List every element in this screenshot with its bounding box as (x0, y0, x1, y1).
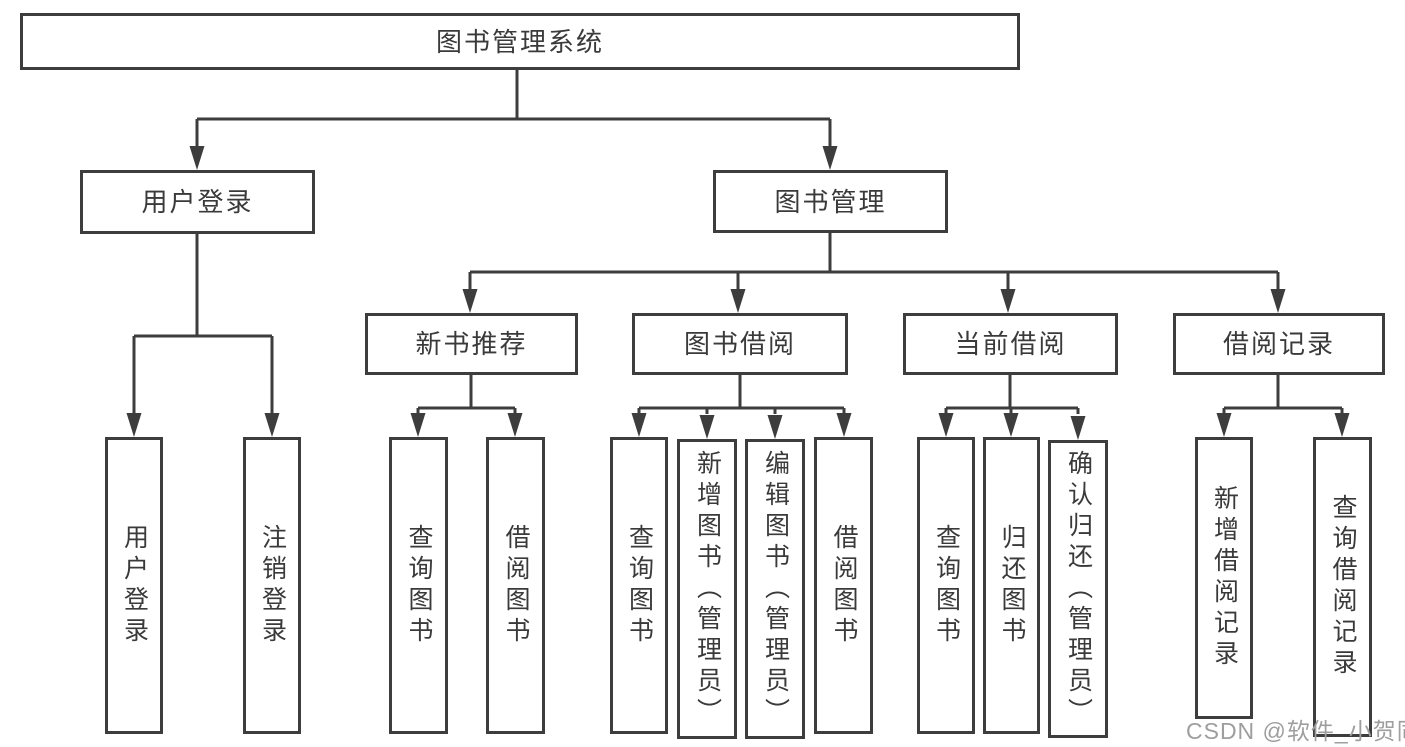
node-bb-edit-books-admin: 编辑图书（管理员） (745, 439, 805, 739)
arrow-g2-c1 (631, 413, 647, 437)
node-book-borrow-label: 图书借阅 (683, 329, 796, 359)
node-logout-action: 注销登录 (243, 437, 301, 734)
node-nb-borrow-books: 借阅图书 (486, 437, 545, 734)
node-bb-add-books-admin: 新增图书（管理员） (677, 439, 737, 739)
node-user-login: 用户登录 (80, 170, 315, 234)
node-br-query-record-label: 查询借阅记录 (1329, 494, 1357, 680)
node-logout-action-label: 注销登录 (258, 523, 287, 648)
arrow-book-mgmt (822, 146, 838, 170)
arrow-borrow-records (1270, 289, 1286, 313)
node-bb-borrow-books: 借阅图书 (814, 437, 873, 734)
arrow-user-login (189, 146, 205, 170)
node-root-label: 图书管理系统 (435, 26, 604, 57)
node-user-login-label: 用户登录 (141, 187, 254, 217)
node-nb-query-books: 查询图书 (389, 437, 448, 734)
node-user-login-action-label: 用户登录 (120, 523, 149, 648)
node-new-book-recommend-label: 新书推荐 (415, 329, 528, 359)
arrow-ul-child1 (126, 413, 142, 437)
node-current-borrow: 当前借阅 (903, 313, 1118, 375)
node-br-query-record: 查询借阅记录 (1313, 437, 1372, 737)
node-bb-query-books: 查询图书 (610, 437, 668, 734)
arrow-current-borrow (1000, 289, 1016, 313)
node-cb-confirm-return-admin-label: 确认归还（管理员） (1064, 449, 1093, 729)
arrow-g2-c2 (699, 415, 715, 439)
node-cb-return-books: 归还图书 (983, 437, 1040, 734)
node-borrow-records: 借阅记录 (1173, 313, 1385, 375)
node-nb-query-books-label: 查询图书 (405, 523, 433, 648)
node-root: 图书管理系统 (20, 13, 1020, 70)
node-bb-query-books-label: 查询图书 (625, 523, 654, 648)
node-book-borrow: 图书借阅 (632, 313, 848, 375)
arrow-g2-c4 (836, 413, 852, 437)
arrow-g1-c1 (410, 413, 426, 437)
node-borrow-records-label: 借阅记录 (1222, 329, 1335, 359)
arrow-g3-c1 (938, 413, 954, 437)
node-bb-borrow-books-label: 借阅图书 (830, 523, 858, 648)
node-new-book-recommend: 新书推荐 (365, 313, 578, 375)
node-book-management-label: 图书管理 (774, 186, 887, 217)
arrow-g3-c3 (1070, 416, 1086, 440)
node-cb-confirm-return-admin: 确认归还（管理员） (1048, 440, 1108, 738)
arrow-book-borrow (730, 289, 746, 313)
node-cb-return-books-label: 归还图书 (998, 523, 1026, 648)
arrow-g4-c1 (1216, 413, 1232, 437)
arrow-new-book-recommend (462, 289, 478, 313)
arrow-g3-c2 (1003, 413, 1019, 437)
arrow-g4-c2 (1334, 413, 1350, 437)
arrow-ul-child2 (264, 413, 280, 437)
node-br-add-record-label: 新增借阅记录 (1210, 485, 1239, 671)
node-book-management: 图书管理 (713, 170, 948, 233)
watermark: CSDN @软件_小贺同学 (1186, 718, 1405, 744)
arrow-g2-c3 (767, 415, 783, 439)
node-nb-borrow-books-label: 借阅图书 (502, 523, 530, 648)
node-bb-add-books-admin-label: 新增图书（管理员） (693, 449, 722, 729)
arrow-g1-c2 (507, 413, 523, 437)
node-cb-query-books-label: 查询图书 (932, 523, 961, 648)
node-br-add-record: 新增借阅记录 (1195, 437, 1253, 719)
node-user-login-action: 用户登录 (105, 437, 163, 734)
node-current-borrow-label: 当前借阅 (954, 329, 1067, 359)
node-cb-query-books: 查询图书 (917, 437, 975, 734)
node-bb-edit-books-admin-label: 编辑图书（管理员） (761, 449, 790, 729)
